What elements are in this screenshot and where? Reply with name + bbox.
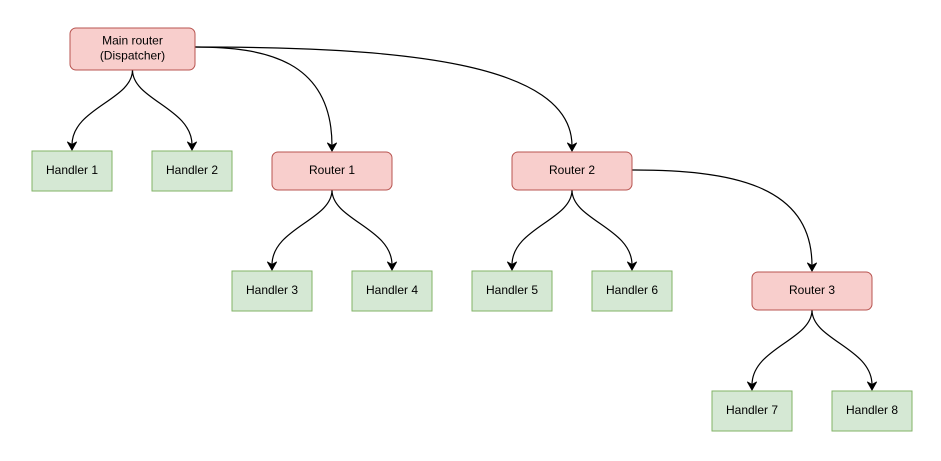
nodes-layer: Main router(Dispatcher) Handler 1 Handler … [31,27,913,432]
edge-line [811,309,873,386]
node-label: Router 2 [549,163,595,177]
edge-main-to-router-2 [194,46,577,152]
node-label-line: Router 2 [549,163,595,177]
node-label-line: Handler 6 [606,283,658,297]
node-label: Handler 1 [46,163,98,177]
node-label: Router 3 [789,283,835,297]
node-box[interactable] [591,270,673,312]
node-label-line: Main router [102,34,163,48]
node-handler-6[interactable]: Handler 6 [591,270,673,312]
node-label: Handler 6 [606,283,658,297]
node-handler-7[interactable]: Handler 7 [711,390,793,432]
node-box[interactable] [31,150,113,192]
node-box[interactable] [151,150,233,192]
node-box[interactable] [471,270,553,312]
edge-line [751,309,813,386]
edge-router-2-to-handler-6 [571,189,637,271]
node-label: Main router(Dispatcher) [100,34,165,63]
node-box[interactable] [351,270,433,312]
node-label: Handler 5 [486,283,538,297]
node-box[interactable] [69,27,196,71]
edge-line [194,46,333,147]
node-handler-1[interactable]: Handler 1 [31,150,113,192]
node-label-line: Handler 3 [246,283,298,297]
node-handler-8[interactable]: Handler 8 [831,390,913,432]
arrowhead-icon [807,262,817,272]
edge-router-3-to-handler-7 [747,309,813,391]
arrowhead-icon [327,142,337,152]
node-label: Handler 4 [366,283,418,297]
edge-line [331,189,393,266]
arrowhead-icon [867,381,877,391]
node-box[interactable] [511,151,633,191]
arrowhead-icon [267,261,277,271]
node-label: Handler 8 [846,403,898,417]
node-label: Handler 7 [726,403,778,417]
node-label-line: Router 3 [789,283,835,297]
edge-router-1-to-handler-3 [267,189,333,271]
edge-line [631,169,813,267]
edge-line [271,189,333,266]
edge-line [571,189,633,266]
node-router-1[interactable]: Router 1 [271,151,393,191]
node-handler-4[interactable]: Handler 4 [351,270,433,312]
node-label-line: (Dispatcher) [100,49,165,63]
node-handler-3[interactable]: Handler 3 [231,270,313,312]
edge-line [194,46,573,147]
node-box[interactable] [711,390,793,432]
node-main-router[interactable]: Main router(Dispatcher) [69,27,196,71]
node-label: Router 1 [309,163,355,177]
edge-router-2-to-handler-5 [507,189,573,271]
edge-main-to-router-1 [194,46,337,152]
node-label-line: Handler 2 [166,163,218,177]
node-box[interactable] [751,271,873,311]
node-router-2[interactable]: Router 2 [511,151,633,191]
node-label-line: Handler 1 [46,163,98,177]
edges-layer [67,46,877,391]
edge-line [511,189,573,266]
node-label-line: Router 1 [309,163,355,177]
edge-router-1-to-handler-4 [331,189,397,271]
node-label: Handler 3 [246,283,298,297]
arrowhead-icon [387,261,397,271]
arrowhead-icon [507,261,517,271]
edge-main-to-handler-1 [67,69,134,151]
edge-line [71,69,134,146]
arrowhead-icon [67,141,77,151]
node-label-line: Handler 5 [486,283,538,297]
node-label: Handler 2 [166,163,218,177]
node-label-line: Handler 8 [846,403,898,417]
arrowhead-icon [567,142,577,152]
edge-router-2-to-router-3 [631,169,817,272]
node-box[interactable] [231,270,313,312]
edge-router-3-to-handler-8 [811,309,877,391]
node-box[interactable] [831,390,913,432]
arrowhead-icon [627,261,637,271]
arrowhead-icon [187,141,197,151]
node-router-3[interactable]: Router 3 [751,271,873,311]
node-label-line: Handler 4 [366,283,418,297]
arrowhead-icon [747,381,757,391]
edge-main-to-handler-2 [131,69,197,151]
node-box[interactable] [271,151,393,191]
edge-line [131,69,193,146]
node-handler-5[interactable]: Handler 5 [471,270,553,312]
node-label-line: Handler 7 [726,403,778,417]
node-handler-2[interactable]: Handler 2 [151,150,233,192]
